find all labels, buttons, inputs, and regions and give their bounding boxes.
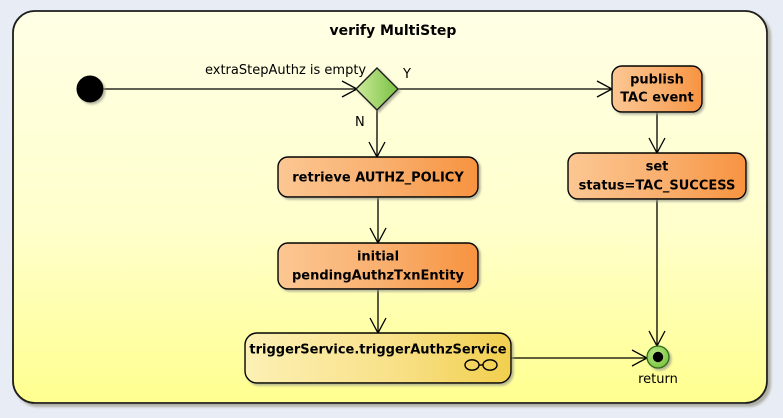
final-node-return[interactable] <box>646 345 670 369</box>
activity-initial-pending-authz-txn-entity-line2: pendingAuthzTxnEntity <box>292 269 465 284</box>
activity-initial-pending-authz-txn-entity[interactable]: initial pendingAuthzTxnEntity <box>277 242 479 290</box>
activity-set-status-line2: status=TAC_SUCCESS <box>579 179 736 194</box>
activity-set-status[interactable]: set status=TAC_SUCCESS <box>567 152 747 200</box>
activity-set-status-line1: set <box>646 160 669 175</box>
call-activity-trigger-service-line1: triggerService.triggerAuthzService <box>249 343 506 358</box>
activity-initial-pending-authz-txn-entity-line1: initial <box>357 250 399 265</box>
activity-frame <box>12 10 768 404</box>
activity-retrieve-authz-policy-line1: retrieve AUTHZ_POLICY <box>292 171 464 186</box>
call-activity-trigger-service[interactable]: triggerService.triggerAuthzService <box>244 332 512 384</box>
initial-node[interactable] <box>76 75 104 103</box>
activity-publish-tac-event-line1: publish <box>630 73 684 88</box>
link-oo-icon <box>464 359 498 371</box>
decision-node[interactable] <box>355 67 399 111</box>
final-node-return-label: return <box>638 372 678 387</box>
page-title: verify MultiStep <box>330 23 457 39</box>
edge-label-extrastepauthz-is-empty: extraStepAuthz is empty <box>205 63 366 78</box>
activity-publish-tac-event-line2: TAC event <box>620 91 694 106</box>
edge-label-no: N <box>355 115 365 130</box>
activity-publish-tac-event[interactable]: publish TAC event <box>611 65 703 113</box>
edge-label-yes: Y <box>402 67 411 82</box>
activity-retrieve-authz-policy[interactable]: retrieve AUTHZ_POLICY <box>277 156 479 198</box>
